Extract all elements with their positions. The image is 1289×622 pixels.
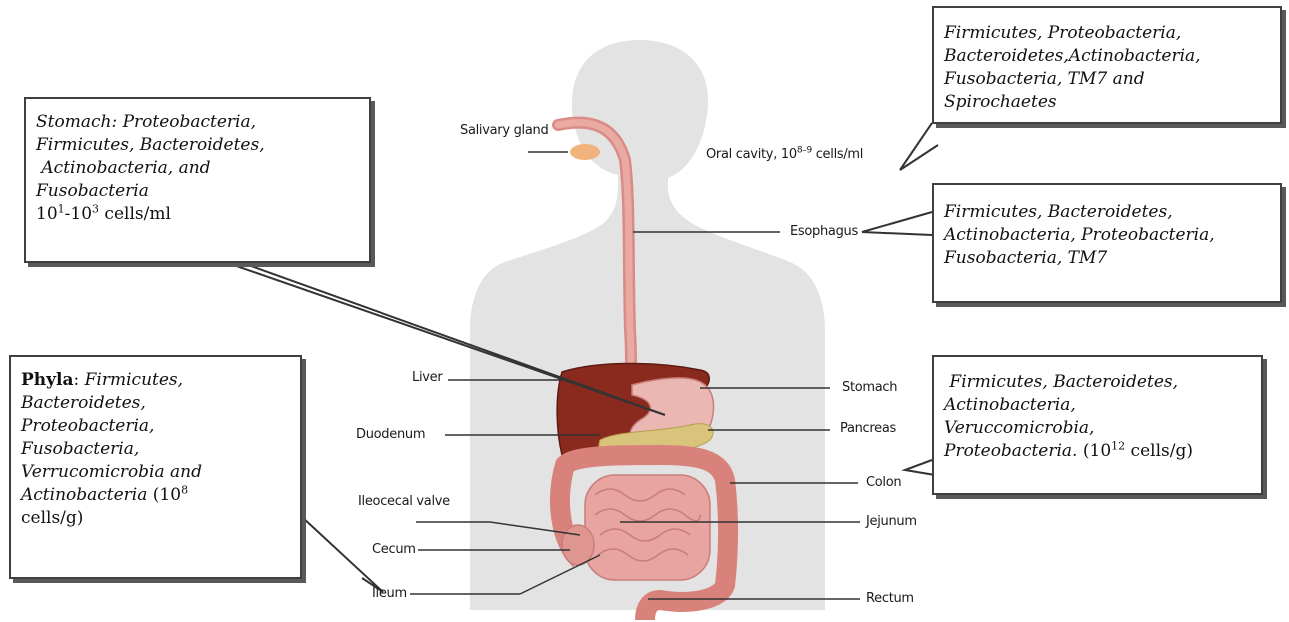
callout-oral-cavity: Firmicutes, Proteobacteria, Bacteroidete…	[932, 6, 1282, 124]
oral-line-4: Spirochaetes	[944, 92, 1057, 112]
intestine-line-2: Bacteroidetes,	[21, 393, 146, 413]
label-ileocecal-valve: Ileocecal valve	[358, 495, 416, 509]
label-esophagus: Esophagus	[790, 224, 858, 239]
colon-line-1: Firmicutes, Bacteroidetes,	[944, 372, 1178, 392]
callout-stomach: Stomach: Proteobacteria, Firmicutes, Bac…	[24, 97, 371, 263]
colon-line-4: Proteobacteria.	[944, 441, 1077, 461]
colon-count-open: (10	[1077, 441, 1111, 461]
label-pancreas: Pancreas	[840, 421, 896, 436]
stomach-cell-count: 101-103 cells/ml	[36, 203, 359, 226]
cecum-shape	[562, 525, 594, 565]
esophagus-line-2: Actinobacteria, Proteobacteria,	[944, 225, 1215, 245]
callout-intestine-phyla: Phyla: Firmicutes, Bacteroidetes, Proteo…	[9, 355, 302, 579]
label-jejunum: Jejunum	[866, 514, 917, 529]
callout-esophagus: Firmicutes, Bacteroidetes, Actinobacteri…	[932, 183, 1282, 303]
label-stomach: Stomach	[842, 380, 897, 395]
intestine-line-3: Proteobacteria,	[21, 416, 154, 436]
label-rectum: Rectum	[866, 591, 914, 606]
label-ileum: Ileum	[372, 586, 407, 601]
colon-line-3: Veruccomicrobia,	[944, 418, 1094, 438]
intestine-line-1: Firmicutes,	[85, 370, 183, 390]
salivary-gland-shape	[570, 144, 600, 160]
intestine-line-4: Fusobacteria,	[21, 439, 139, 459]
intestine-line-6: Actinobacteria	[21, 485, 147, 505]
callout-colon: Firmicutes, Bacteroidetes, Actinobacteri…	[932, 355, 1263, 495]
label-salivary-gland: Salivary gland	[460, 124, 522, 138]
label-liver: Liver	[412, 370, 442, 385]
intestine-line-5: Verrucomicrobia and	[21, 462, 202, 482]
esophagus-line-3: Fusobacteria, TM7	[944, 248, 1107, 268]
stomach-line-1: Stomach: Proteobacteria,	[36, 112, 256, 132]
stomach-line-4: Fusobacteria	[36, 181, 149, 201]
label-colon: Colon	[866, 475, 901, 490]
phyla-heading: Phyla	[21, 370, 74, 390]
stomach-line-2: Firmicutes, Bacteroidetes,	[36, 135, 265, 155]
oral-line-3: Fusobacteria, TM7 and	[944, 69, 1145, 89]
stomach-line-3: Actinobacteria, and	[36, 158, 211, 178]
label-cecum: Cecum	[372, 542, 416, 557]
label-oral-cavity: Oral cavity, 108–9 cells/ml	[706, 147, 863, 162]
colon-line-2: Actinobacteria,	[944, 395, 1076, 415]
esophagus-line-1: Firmicutes, Bacteroidetes,	[944, 202, 1173, 222]
intestine-count-open: (10	[147, 485, 181, 505]
oral-line-1: Firmicutes, Proteobacteria,	[944, 23, 1181, 43]
small-intestine-shape	[585, 475, 710, 580]
oral-line-2: Bacteroidetes,Actinobacteria,	[944, 46, 1201, 66]
label-duodenum: Duodenum	[356, 427, 425, 442]
intestine-count-close: cells/g)	[21, 507, 290, 530]
